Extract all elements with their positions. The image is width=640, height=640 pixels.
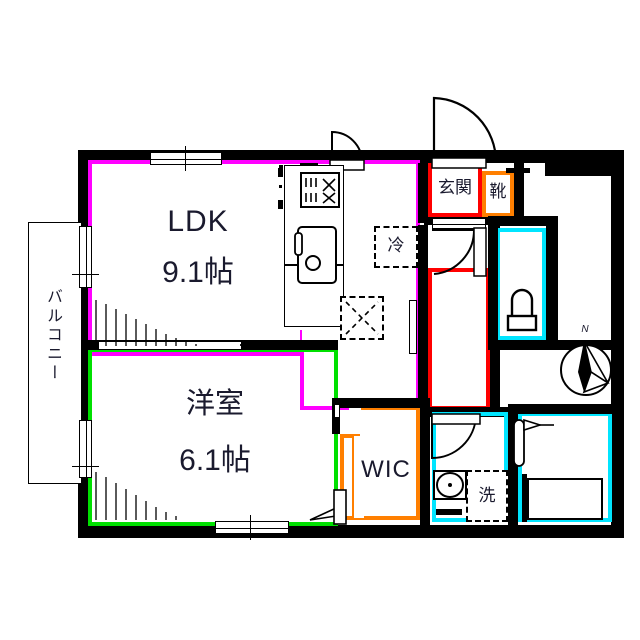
wic-notch-cover-2 <box>354 436 364 518</box>
room-outline-entrance-hall <box>428 268 490 410</box>
bathtub-icon <box>527 478 603 520</box>
wic-notch-cover <box>349 408 361 434</box>
ldk-area-label: 9.1帖 <box>162 256 234 289</box>
wall-washroom-right <box>508 404 518 526</box>
wall-bath-top <box>508 404 624 414</box>
door-arc-entrance-north <box>431 96 498 169</box>
wall-wic-top <box>338 398 430 408</box>
window-bedroom-south <box>215 521 289 534</box>
storage-marker-x-icon <box>345 301 379 335</box>
wall-corridor-left <box>418 225 428 415</box>
vanity-basin-icon <box>436 472 464 498</box>
wall-toilet-left <box>488 222 498 348</box>
door-arc-washroom <box>431 413 481 460</box>
stove-burners-icon <box>305 178 336 204</box>
window-ldk-west-tick <box>72 274 99 276</box>
wall-toilet-top <box>488 216 558 226</box>
wall-entrance-left <box>418 163 428 223</box>
door-arc-ldk-north <box>329 130 365 171</box>
bedroom-area-label: 6.1帖 <box>179 444 251 477</box>
room-outline-wic-notch <box>340 434 360 520</box>
bedroom-label: 洋室 <box>185 388 244 420</box>
wall-toilet-bottom <box>488 340 624 350</box>
refrigerator-label: 冷 <box>387 236 405 255</box>
hatch-bedroom-west <box>95 472 177 520</box>
balcony-label: バルコニー <box>44 287 61 383</box>
window-ldk-west <box>79 226 92 288</box>
wall-toilet-right <box>546 222 558 348</box>
corridor-sliding-door <box>421 302 423 406</box>
room-outline-toilet <box>496 228 546 340</box>
sink-drain-icon <box>305 255 321 271</box>
wall-wic-right <box>420 398 430 526</box>
door-ldk-bedroom-dashed <box>240 344 336 346</box>
shoe-closet-label: 靴 <box>489 182 507 201</box>
window-ldk-north-tick <box>185 146 187 171</box>
refrigerator-space <box>374 226 418 268</box>
corridor-door-panel <box>409 300 417 354</box>
window-bedroom-west <box>79 420 92 478</box>
hatch-ldk-west <box>95 300 197 346</box>
shower-faucet-icon <box>513 418 554 467</box>
washer-label: 洗 <box>478 486 496 505</box>
wic-door-jamb <box>334 404 340 418</box>
wic-label: WIC <box>361 456 411 483</box>
toilet-bowl-icon <box>506 288 538 332</box>
bathtub-edge <box>522 474 527 522</box>
north-arrow-icon <box>560 340 612 396</box>
door-sliding-bedroom-wic <box>309 489 347 525</box>
wall-shoe-closet-right <box>514 163 524 223</box>
ldk-label: LDK <box>167 205 229 238</box>
vanity-base-bar <box>436 509 462 515</box>
wall-right-notch <box>545 163 611 176</box>
room-outline-bath <box>518 412 612 522</box>
sink-faucet-icon <box>294 232 303 256</box>
window-bedroom-west-tick <box>72 466 99 468</box>
room-outline-shoe-closet <box>482 171 514 217</box>
north-arrow-letter: N <box>581 324 589 335</box>
washing-machine-space <box>466 470 508 522</box>
door-arc-corridor <box>432 227 487 277</box>
ldk-open-patch-2 <box>304 334 312 406</box>
balcony-outline <box>28 222 82 484</box>
entrance-label: 玄関 <box>438 178 472 197</box>
kitchen-wall-dots <box>278 168 283 209</box>
window-shoe-closet-top <box>506 168 530 173</box>
wall-bottom-outer <box>78 525 624 538</box>
window-bedroom-south-tick <box>250 515 252 540</box>
window-entrance-top <box>432 218 486 229</box>
